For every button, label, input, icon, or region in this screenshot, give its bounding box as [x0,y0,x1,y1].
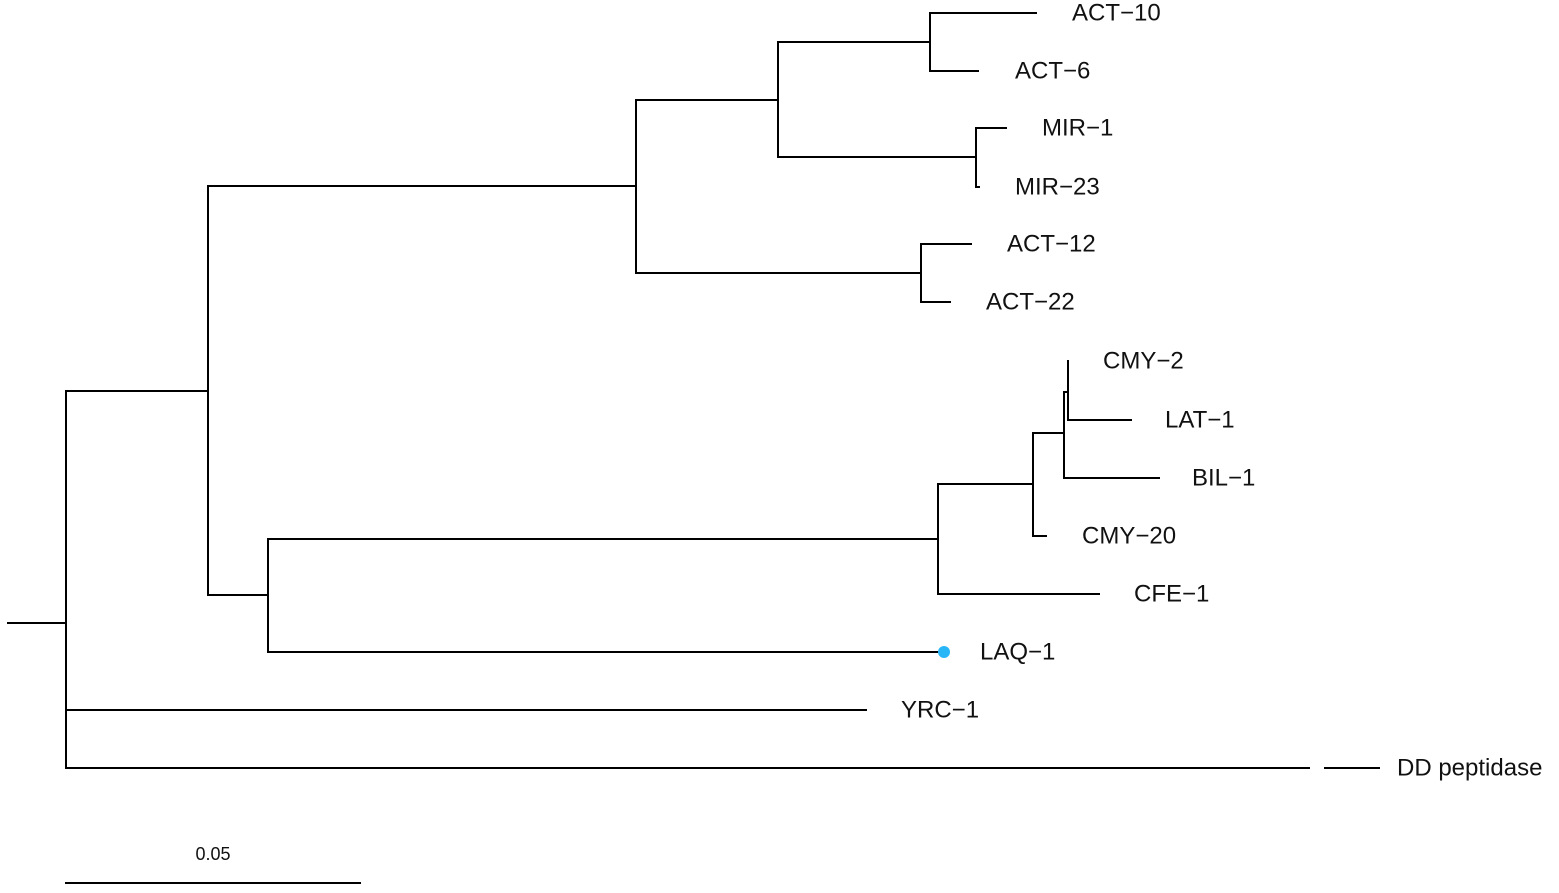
tip-label-mir1: MIR−1 [1042,114,1113,141]
tip-labels: ACT−10 ACT−6 MIR−1 MIR−23 ACT−12 ACT−22 … [901,0,1542,781]
tip-label-act10: ACT−10 [1072,0,1161,26]
tip-label-cmy2: CMY−2 [1103,347,1184,374]
highlight-dot [938,646,950,658]
tip-label-cmy20: CMY−20 [1082,522,1176,549]
scale-bar-label: 0.05 [195,844,230,864]
tip-label-dd-peptidase: DD peptidase [1397,754,1542,781]
tip-label-bil1: BIL−1 [1192,464,1255,491]
tip-label-mir23: MIR−23 [1015,173,1100,200]
scale-bar: 0.05 [65,844,361,884]
tip-label-laq1: LAQ−1 [980,638,1055,665]
tip-label-act6: ACT−6 [1015,57,1090,84]
tip-label-yrc1: YRC−1 [901,696,979,723]
tip-label-cfe1: CFE−1 [1134,580,1209,607]
tip-label-act12: ACT−12 [1007,230,1096,257]
tip-label-lat1: LAT−1 [1165,406,1235,433]
tip-label-act22: ACT−22 [986,288,1075,315]
tree-branches [7,12,1380,769]
